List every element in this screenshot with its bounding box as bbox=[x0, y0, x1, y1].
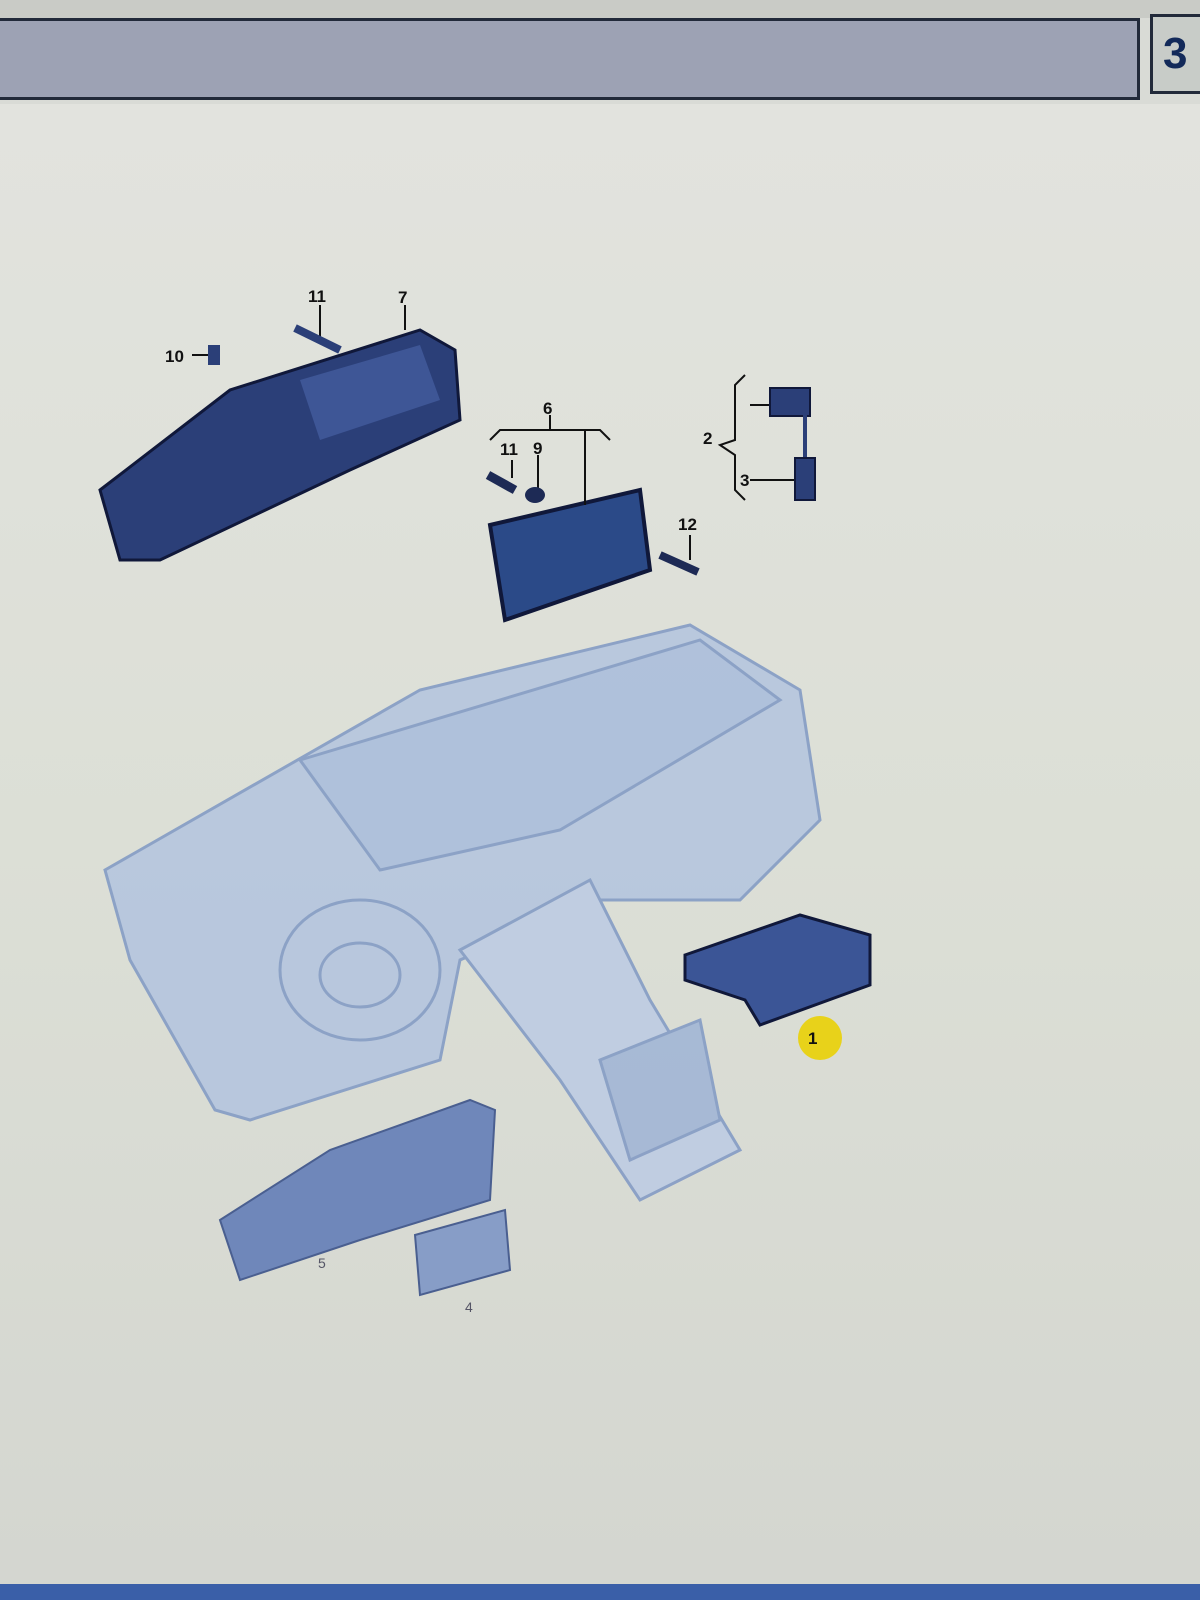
label-9: 9 bbox=[533, 439, 542, 458]
label-2: 2 bbox=[703, 429, 712, 448]
highlight-marker[interactable] bbox=[798, 1016, 842, 1060]
bottom-bar bbox=[0, 1584, 1200, 1600]
page-indicator[interactable]: 3 bbox=[1150, 14, 1200, 94]
label-5: 5 bbox=[318, 1255, 326, 1271]
part-1-unit bbox=[683, 913, 872, 1060]
part-2-3-connector bbox=[717, 374, 816, 501]
part-5-4-ghost bbox=[218, 1098, 512, 1297]
label-12: 12 bbox=[678, 515, 697, 534]
top-strip bbox=[0, 0, 1200, 18]
part-6-display bbox=[485, 415, 700, 623]
label-7: 7 bbox=[398, 288, 407, 307]
label-6: 6 bbox=[543, 399, 552, 418]
label-11-top: 11 bbox=[308, 287, 326, 306]
page-indicator-text: 3 bbox=[1163, 29, 1188, 78]
label-4: 4 bbox=[465, 1299, 473, 1315]
label-10: 10 bbox=[165, 347, 184, 366]
label-1: 1 bbox=[808, 1029, 817, 1048]
dashboard-ghost bbox=[103, 623, 822, 1202]
label-11-display: 11 bbox=[500, 440, 518, 459]
title-bar bbox=[0, 18, 1140, 100]
part-7-cluster-frame bbox=[98, 305, 462, 562]
label-3: 3 bbox=[740, 471, 749, 490]
